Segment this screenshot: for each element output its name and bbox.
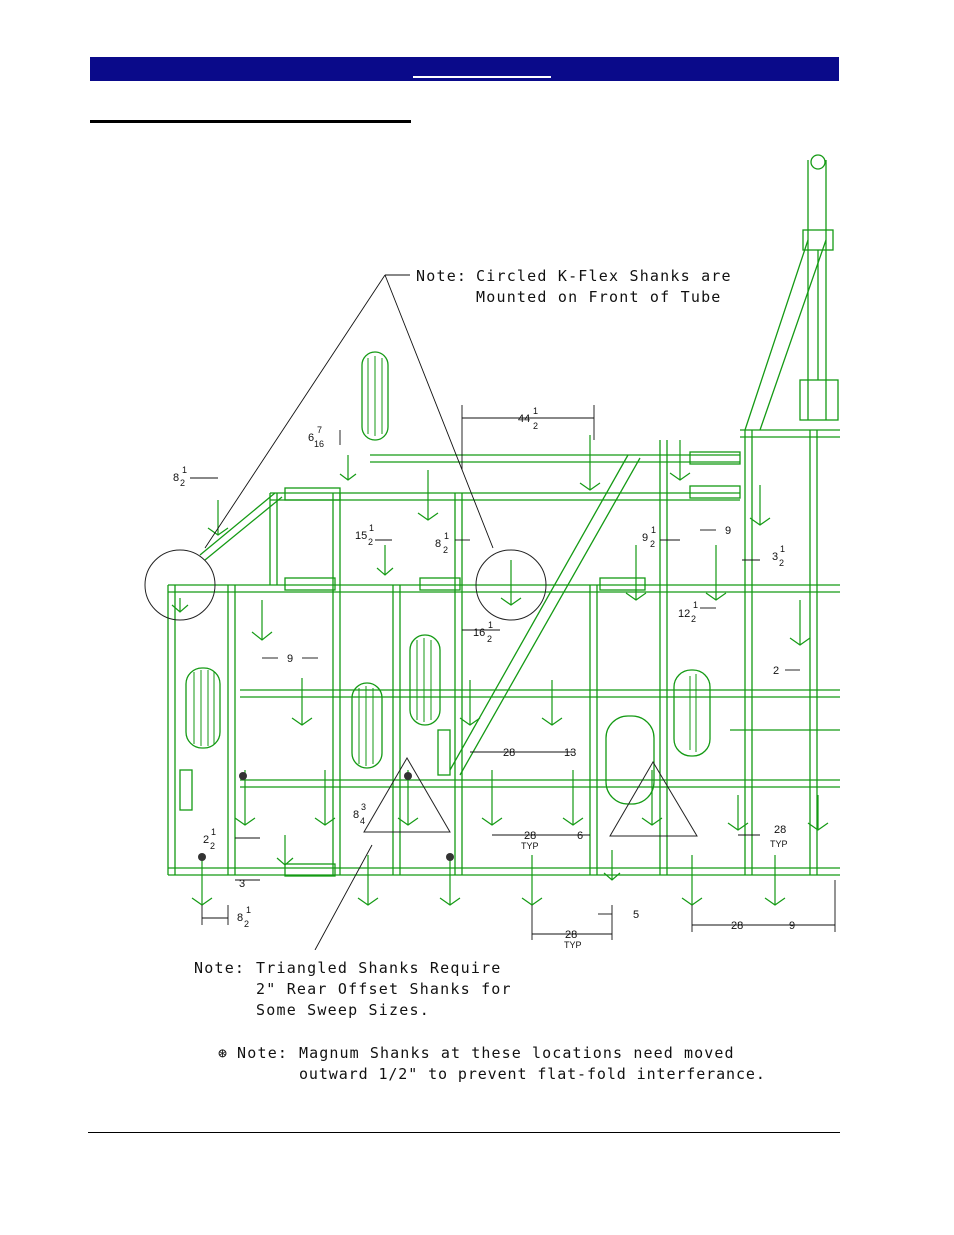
svg-text:3: 3 xyxy=(361,802,366,812)
svg-text:8: 8 xyxy=(173,472,179,484)
svg-text:2: 2 xyxy=(487,634,492,644)
dim-8-half-c: 8 1 2 xyxy=(237,905,251,929)
dim-3-half: 3 1 2 xyxy=(772,544,785,568)
svg-text:3: 3 xyxy=(772,551,778,563)
triangled-note-label: Note: xyxy=(194,959,246,977)
magnum-marker xyxy=(446,853,454,861)
circled-note-label: Note: xyxy=(416,267,468,285)
svg-text:2: 2 xyxy=(779,558,784,568)
svg-text:1: 1 xyxy=(533,406,538,416)
triangled-note-line3: Some Sweep Sizes. xyxy=(256,1001,430,1019)
dim-28-a: 28 xyxy=(503,747,515,759)
svg-text:1: 1 xyxy=(488,620,493,630)
svg-text:2: 2 xyxy=(650,539,655,549)
dim-28-d: 28 xyxy=(565,929,577,941)
section-heading-rule xyxy=(90,120,411,123)
dim-28-c: 28 xyxy=(774,824,786,836)
svg-text:1: 1 xyxy=(246,905,251,915)
svg-text:2: 2 xyxy=(210,841,215,851)
magnum-note-line2: outward 1/2" to prevent flat-fold interf… xyxy=(299,1065,766,1083)
svg-text:1: 1 xyxy=(651,525,656,535)
triangled-note-line2: 2" Rear Offset Shanks for xyxy=(256,980,512,998)
dim-9-c: 9 xyxy=(789,920,795,932)
svg-text:1: 1 xyxy=(182,465,187,475)
magnum-marker xyxy=(239,772,247,780)
svg-text:1: 1 xyxy=(780,544,785,554)
svg-text:2: 2 xyxy=(368,537,373,547)
svg-text:8: 8 xyxy=(353,809,359,821)
dim-12-half: 12 1 2 xyxy=(678,600,698,624)
svg-text:6: 6 xyxy=(308,432,314,444)
dim-2: 2 xyxy=(773,665,779,677)
dim-2-half: 2 1 2 xyxy=(203,827,216,851)
circled-note-line1: Circled K-Flex Shanks are xyxy=(476,267,732,285)
svg-text:2: 2 xyxy=(691,614,696,624)
shank-layout-drawing: 44 1 2 6 7 16 8 1 2 15 1 2 8 1 2 9 1 2 9… xyxy=(144,154,840,950)
svg-text:8: 8 xyxy=(435,538,441,550)
dim-9-half: 9 1 2 xyxy=(642,525,656,549)
svg-text:1: 1 xyxy=(693,600,698,610)
svg-text:2: 2 xyxy=(244,919,249,929)
svg-text:9: 9 xyxy=(642,532,648,544)
dim-44-half: 44 1 2 xyxy=(518,406,538,431)
header-title-underline xyxy=(413,76,551,78)
dim-6-7-16: 6 7 16 xyxy=(308,425,324,449)
svg-text:2: 2 xyxy=(180,478,185,488)
circled-note-line2: Mounted on Front of Tube xyxy=(476,288,722,306)
svg-text:2: 2 xyxy=(203,834,209,846)
svg-text:7: 7 xyxy=(317,425,322,435)
magnum-marker xyxy=(404,772,412,780)
footer-rule xyxy=(88,1132,840,1133)
svg-text:16: 16 xyxy=(473,627,485,639)
svg-text:44: 44 xyxy=(518,413,530,425)
svg-text:15: 15 xyxy=(355,530,367,542)
svg-text:4: 4 xyxy=(360,816,365,826)
magnum-note-label: Note: xyxy=(237,1044,289,1062)
dim-13: 13 xyxy=(564,747,576,759)
svg-text:1: 1 xyxy=(444,531,449,541)
dim-8-half-b: 8 1 2 xyxy=(435,531,449,555)
dim-typ-c: TYP xyxy=(770,839,788,849)
magnum-note-line1: Magnum Shanks at these locations need mo… xyxy=(299,1044,735,1062)
svg-text:1: 1 xyxy=(369,523,374,533)
dim-typ-d: TYP xyxy=(564,940,582,950)
svg-text:1: 1 xyxy=(211,827,216,837)
dim-8-3-4: 8 3 4 xyxy=(353,802,366,826)
svg-text:16: 16 xyxy=(314,439,324,449)
svg-text:8: 8 xyxy=(237,912,243,924)
dim-6: 6 xyxy=(577,830,583,842)
dim-9-a: 9 xyxy=(725,525,731,537)
dim-28-b: 28 xyxy=(524,830,536,842)
dim-15-half: 15 1 2 xyxy=(355,523,374,547)
magnum-note-icon: ⊛ xyxy=(218,1044,229,1062)
magnum-marker xyxy=(198,853,206,861)
svg-text:12: 12 xyxy=(678,608,690,620)
dim-9-b: 9 xyxy=(287,653,293,665)
svg-text:2: 2 xyxy=(533,421,538,431)
dim-16-half: 16 1 2 xyxy=(473,620,493,644)
dim-28-e: 28 xyxy=(731,920,743,932)
dim-3: 3 xyxy=(239,878,245,890)
svg-text:2: 2 xyxy=(443,545,448,555)
dim-5: 5 xyxy=(633,909,639,921)
dim-8-half-a: 8 1 2 xyxy=(173,465,187,488)
triangled-note-line1: Triangled Shanks Require xyxy=(256,959,502,977)
dim-typ-a: TYP xyxy=(521,841,539,851)
